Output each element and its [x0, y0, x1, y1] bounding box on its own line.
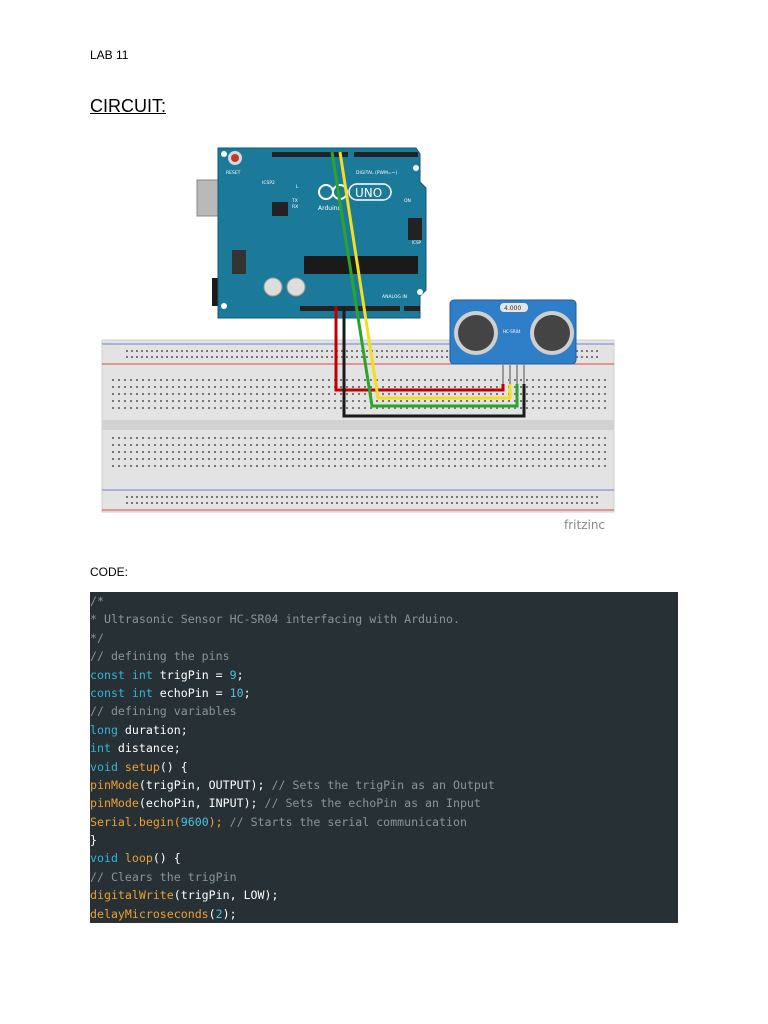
code-line: delayMicroseconds(2);: [90, 905, 678, 923]
code-function: pinMode: [90, 777, 139, 792]
code-function: digitalWrite: [90, 888, 174, 903]
sensor-model-label: HC-SR04: [503, 329, 521, 334]
code-text: ;: [236, 667, 244, 682]
code-text: );: [208, 814, 230, 829]
code-comment: // Sets the echoPin as an Input: [264, 796, 481, 811]
code-line: const int trigPin = 9;: [90, 666, 678, 684]
code-line: // defining variables: [90, 704, 237, 719]
code-function: setup: [117, 759, 160, 774]
code-line: // defining the pins: [90, 649, 230, 664]
code-function: pinMode: [90, 796, 139, 811]
tx-label: TX: [291, 198, 298, 204]
code-text: duration;: [117, 722, 188, 737]
code-text: (: [173, 814, 181, 829]
circuit-heading: CIRCUIT:: [90, 96, 166, 116]
code-function: delayMicroseconds: [90, 906, 209, 921]
code-line: Serial.begin(9600); // Starts the serial…: [90, 813, 678, 831]
fritzing-label: fritzinc: [564, 518, 605, 532]
code-number: 2: [215, 906, 223, 921]
code-block: /* * Ultrasonic Sensor HC-SR04 interfaci…: [90, 592, 678, 923]
code-text: echoPin =: [152, 685, 230, 700]
code-text: distance;: [110, 741, 181, 756]
code-function: loop: [117, 851, 153, 866]
digital-label: DIGITAL (PWM=~): [356, 170, 397, 176]
wires: [330, 151, 526, 418]
code-heading: CODE:: [90, 565, 129, 579]
code-line: * Ultrasonic Sensor HC-SR04 interfacing …: [90, 612, 460, 627]
code-keyword: void: [90, 759, 118, 774]
code-keyword: const int: [90, 685, 153, 700]
code-text: (: [208, 906, 216, 921]
circuit-diagram: RESET ICSP2 DIGITAL (PWM=~) UNO Arduino …: [101, 147, 615, 532]
code-text: () {: [159, 759, 188, 774]
code-number: 9: [229, 667, 237, 682]
breadboard: [101, 339, 615, 513]
on-label: ON: [404, 198, 411, 204]
code-line: }: [90, 833, 97, 848]
code-text: trigPin =: [152, 667, 230, 682]
code-line: void setup() {: [90, 758, 678, 776]
arduino-board: RESET ICSP2 DIGITAL (PWM=~) UNO Arduino …: [196, 147, 427, 319]
code-line: long duration;: [90, 721, 678, 739]
l-label: L: [296, 184, 299, 190]
code-line: pinMode(echoPin, INPUT); // Sets the ech…: [90, 794, 678, 812]
ultrasonic-sensor: 4.000 HC-SR04: [449, 299, 577, 384]
code-keyword: int: [90, 741, 111, 756]
code-comment: // Sets the trigPin as an Output: [271, 777, 495, 792]
code-comment: // Starts the serial communication: [229, 814, 467, 829]
code-line: /*: [90, 594, 104, 608]
code-text: (trigPin, LOW);: [173, 888, 279, 903]
code-line: digitalWrite(trigPin, LOW);: [90, 886, 678, 904]
code-line: const int echoPin = 10;: [90, 684, 678, 702]
code-line: */: [90, 630, 104, 645]
analog-label: ANALOG IN: [382, 294, 407, 300]
code-function: Serial.begin: [90, 814, 174, 829]
code-keyword: long: [90, 722, 118, 737]
lab-title: LAB 11: [90, 48, 129, 62]
code-text: (echoPin, INPUT);: [138, 796, 265, 811]
uno-label: UNO: [355, 186, 382, 200]
code-text: (trigPin, OUTPUT);: [138, 777, 272, 792]
reset-label: RESET: [226, 170, 241, 176]
code-line: int distance;: [90, 739, 678, 757]
arduino-label: Arduino: [318, 205, 342, 212]
code-text: );: [222, 906, 237, 921]
code-keyword: const int: [90, 667, 153, 682]
code-text: () {: [152, 851, 181, 866]
code-number: 10: [229, 685, 244, 700]
code-text: ;: [243, 685, 251, 700]
icsp2-label: ICSP2: [262, 180, 275, 186]
code-line: // Clears the trigPin: [90, 869, 237, 884]
code-keyword: void: [90, 851, 118, 866]
rx-label: RX: [292, 204, 298, 210]
sensor-crystal-label: 4.000: [504, 305, 521, 312]
code-line: pinMode(trigPin, OUTPUT); // Sets the tr…: [90, 776, 678, 794]
code-number: 9600: [180, 814, 209, 829]
icsp-label: ICSP: [412, 240, 422, 245]
code-line: void loop() {: [90, 849, 678, 867]
